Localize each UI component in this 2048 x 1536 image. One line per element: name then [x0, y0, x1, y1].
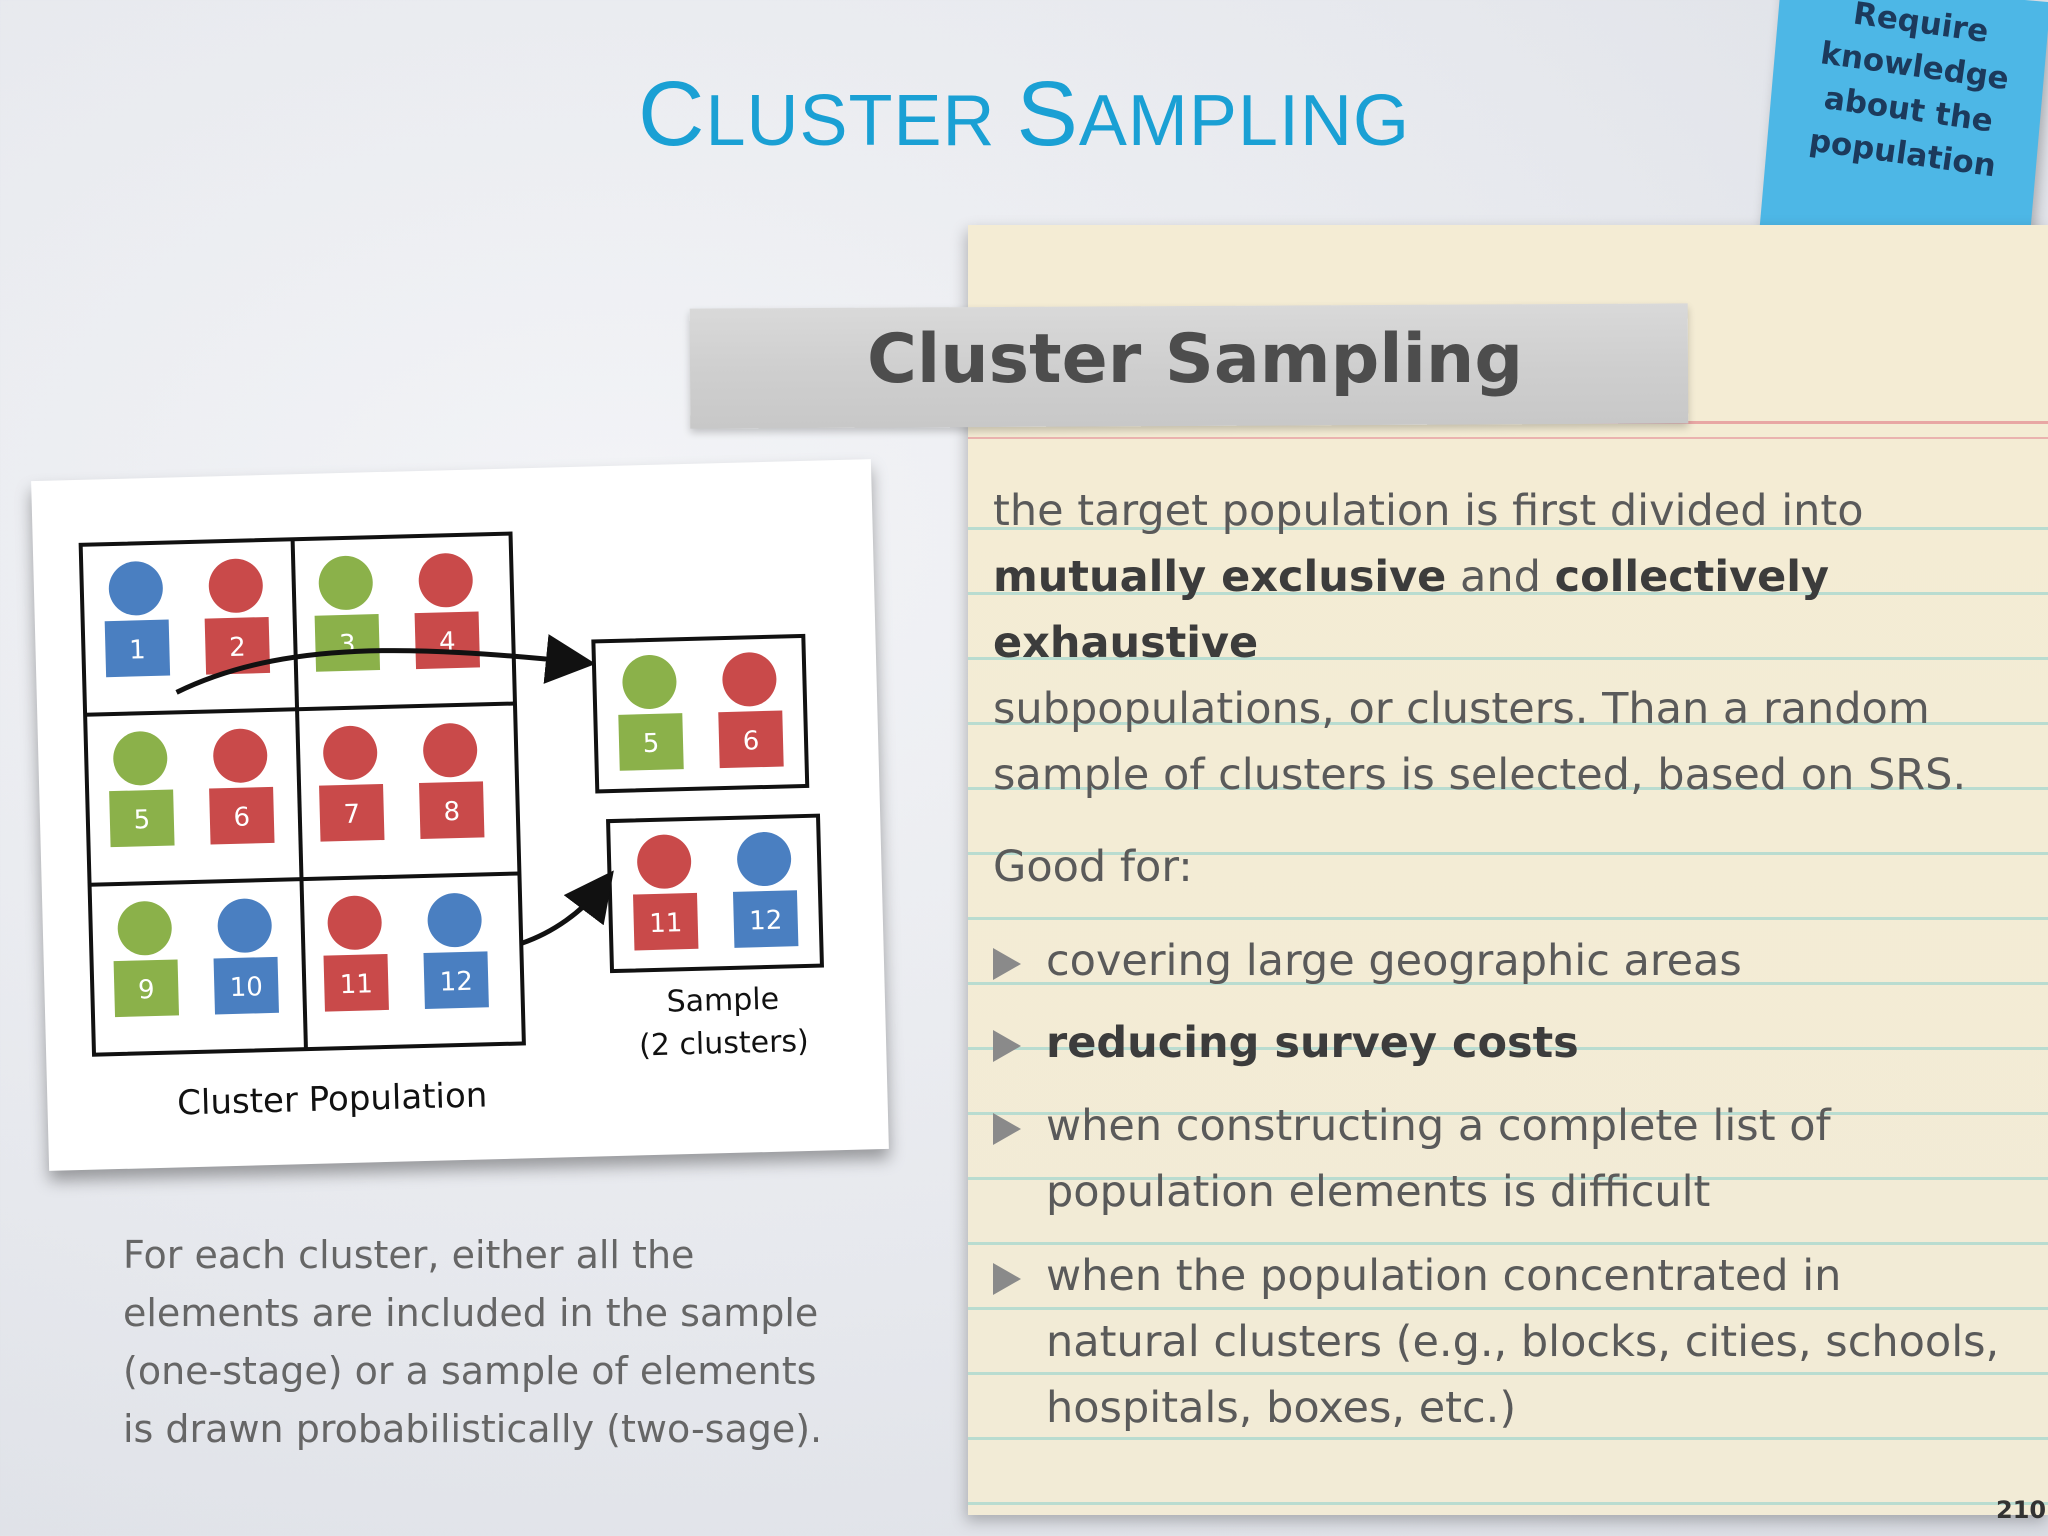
caption-line: For each cluster, either all the	[123, 1233, 695, 1277]
person-body	[213, 956, 279, 1015]
population-grid	[78, 531, 526, 1057]
banner-title: Cluster Sampling	[866, 320, 1524, 399]
definition-line: mutually exclusive and collectively exha…	[993, 544, 2013, 676]
bold-term: mutually exclusive	[993, 552, 1447, 602]
person-head	[622, 654, 677, 709]
title-part: AMPLING	[1078, 81, 1410, 161]
list-item-line: when constructing a complete list of	[1046, 1101, 1831, 1151]
element-number: 12	[749, 906, 783, 937]
person-body	[718, 710, 784, 769]
person-body	[323, 953, 389, 1012]
person-head	[423, 723, 478, 778]
person-body	[419, 781, 485, 840]
list-item-line: natural clusters (e.g., blocks, cities, …	[1046, 1317, 2000, 1367]
person-body	[633, 892, 699, 951]
element-number: 9	[138, 975, 155, 1005]
bullet-arrow-icon	[993, 1113, 1021, 1145]
element-number: 6	[233, 802, 250, 832]
list-item-text: when the population concentrated in natu…	[1046, 1243, 2006, 1441]
person-body	[314, 614, 381, 672]
person-head	[737, 832, 792, 887]
list-item-text: reducing survey costs	[1046, 1018, 1579, 1068]
list-item-text: covering large geographic areas	[1046, 936, 1742, 986]
title-part: C	[638, 63, 706, 165]
sample-label: Sample	[666, 982, 779, 1020]
arrow-icon	[175, 634, 596, 695]
page-number: 210	[1996, 1496, 2047, 1524]
person-head	[323, 725, 378, 780]
definition-line: the target population is first divided i…	[993, 486, 1864, 536]
list-item-line: hospitals, boxes, etc.)	[1046, 1383, 1517, 1433]
element-number: 7	[343, 800, 360, 830]
definition-fragment: and	[1446, 552, 1555, 602]
person-head	[208, 558, 263, 613]
bold-term: collectively exhaustive	[993, 552, 1830, 668]
title-part: LUSTER	[705, 81, 1017, 161]
person-head	[418, 553, 473, 608]
definition-line: sample of clusters is selected, based on…	[993, 750, 1967, 800]
sticky-note-text: Require knowledge about the population	[1777, 0, 2042, 216]
list-item-line: population elements is difficult	[1046, 1167, 1711, 1217]
grid-line	[89, 871, 520, 887]
list-item-text: when constructing a complete list of pop…	[1046, 1093, 2006, 1225]
sample-cluster-box	[591, 633, 810, 794]
element-number: 5	[642, 729, 659, 759]
person-head	[327, 895, 382, 950]
list-item-line: when the population concentrated in	[1046, 1251, 1842, 1301]
grid-line	[290, 539, 308, 1050]
person-body	[113, 959, 180, 1018]
person-head	[427, 893, 482, 948]
bullet-arrow-icon	[993, 948, 1021, 980]
slide-title: CLUSTER SAMPLING	[0, 62, 2048, 167]
bullet-arrow-icon	[993, 1263, 1021, 1295]
good-for-label: Good for:	[993, 842, 1193, 892]
caption-line: is drawn probabilistically (two-sage).	[123, 1407, 823, 1451]
person-body	[618, 713, 684, 771]
title-part: S	[1016, 63, 1079, 165]
element-number: 8	[443, 797, 460, 827]
element-number: 10	[229, 972, 263, 1003]
element-number: 6	[742, 726, 759, 756]
element-number: 3	[339, 630, 356, 660]
person-body	[732, 890, 799, 948]
sample-label: (2 clusters)	[639, 1024, 810, 1063]
person-head	[213, 728, 268, 783]
person-body	[104, 619, 171, 678]
person-head	[108, 561, 163, 616]
ruled-lines	[968, 465, 2048, 1515]
notecard	[968, 225, 2048, 1515]
caption-line: elements are included in the sample	[123, 1291, 819, 1335]
population-label: Cluster Population	[177, 1075, 488, 1123]
caption-line: (one-stage) or a sample of elements	[123, 1349, 817, 1393]
arrow-icon	[520, 870, 614, 946]
element-number: 5	[133, 805, 150, 835]
person-body	[209, 786, 275, 845]
definition-line: subpopulations, or clusters. Than a rand…	[993, 684, 1930, 734]
person-body	[319, 784, 385, 842]
person-body	[109, 789, 175, 848]
person-head	[637, 834, 692, 889]
caption: For each cluster, either all the element…	[123, 1226, 823, 1458]
definition-text: the target population is first divided i…	[993, 478, 2013, 808]
element-number: 1	[129, 635, 146, 665]
element-number: 11	[649, 908, 683, 939]
person-head	[217, 898, 272, 953]
margin-line	[968, 437, 2048, 439]
bullet-arrow-icon	[993, 1030, 1021, 1062]
element-number: 2	[229, 633, 246, 663]
element-number: 12	[439, 967, 473, 998]
grid-line	[85, 701, 516, 717]
person-body	[423, 951, 489, 1009]
person-head	[722, 652, 777, 707]
person-head	[318, 555, 373, 610]
person-body	[204, 616, 271, 675]
person-head	[113, 731, 168, 786]
person-head	[117, 901, 172, 956]
element-number: 11	[339, 969, 373, 1000]
